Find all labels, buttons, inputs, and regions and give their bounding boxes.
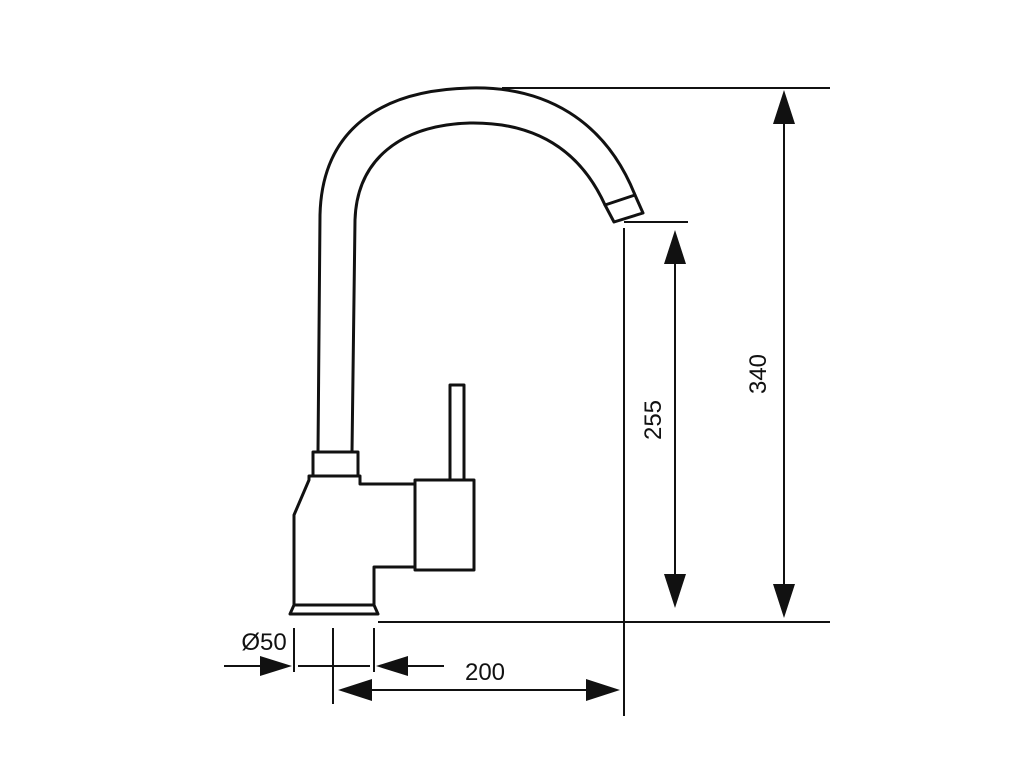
lever-handle — [448, 383, 466, 482]
reach-label: 200 — [465, 659, 505, 686]
faucet-outline — [288, 86, 645, 616]
spout-inner-edge — [350, 121, 607, 454]
spout-height-label: 255 — [640, 400, 667, 440]
reach-arrow-left — [338, 679, 372, 701]
spout-height-arrow-down — [664, 574, 686, 608]
faucet-body — [292, 474, 417, 607]
dimension-reach: 200 — [338, 659, 620, 701]
spout-height-arrow-up — [664, 230, 686, 264]
diameter-arrow-left — [376, 656, 408, 676]
total-height-label: 340 — [745, 354, 772, 394]
dimension-total-height: 340 — [745, 90, 795, 618]
dimension-base-diameter: Ø50 — [224, 629, 444, 676]
lever-housing — [413, 478, 476, 572]
reach-arrow-right — [586, 679, 620, 701]
base-diameter-label: Ø50 — [241, 629, 286, 656]
dimension-spout-height: 255 — [640, 230, 686, 608]
spout-outer-edge — [316, 86, 637, 454]
aerator-tip — [603, 193, 645, 224]
extension-lines — [293, 87, 830, 716]
diameter-arrow-right — [260, 656, 292, 676]
base-flange — [288, 603, 380, 616]
neck-ring — [311, 450, 360, 478]
total-height-arrow-down — [773, 584, 795, 618]
total-height-arrow-up — [773, 90, 795, 124]
